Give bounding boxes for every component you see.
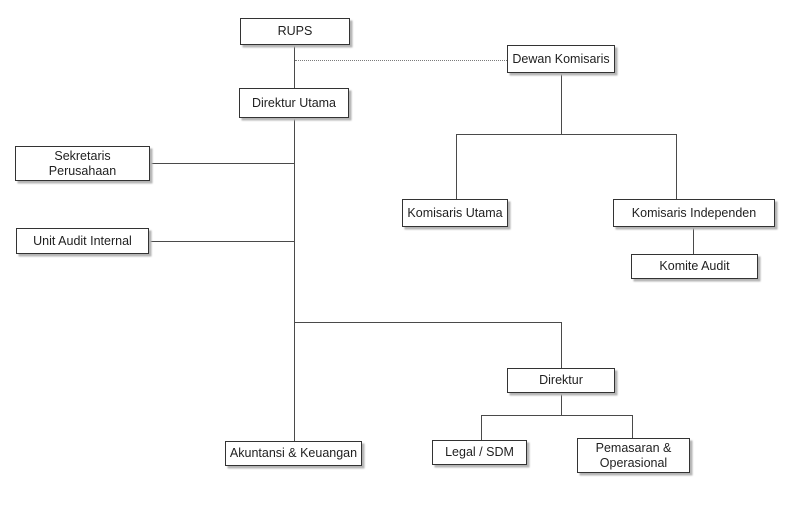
connector-drop-to-direktur [561, 322, 562, 369]
connector-komisaris-branch [456, 134, 677, 135]
org-node-legal-sdm: Legal / SDM [432, 440, 527, 465]
connector-to-sekretaris-perusahaan [150, 163, 295, 164]
org-node-direktur: Direktur [507, 368, 615, 393]
connector-drop-to-pemasaran-operasional [632, 415, 633, 439]
connector-direktur-branch [481, 415, 633, 416]
connector-to-unit-audit-internal [149, 241, 295, 242]
connector-branch-to-direktur [294, 322, 562, 323]
org-node-komisaris-utama: Komisaris Utama [402, 199, 508, 227]
connector-direktur-utama-main-drop [294, 117, 295, 442]
connector-drop-to-komisaris-utama [456, 134, 457, 200]
org-node-direktur-utama: Direktur Utama [239, 88, 349, 118]
org-node-akuntansi-keuangan: Akuntansi & Keuangan [225, 441, 362, 466]
connector-drop-to-legal-sdm [481, 415, 482, 441]
org-node-rups: RUPS [240, 18, 350, 45]
connector-direktur-drop [561, 392, 562, 416]
org-node-sekretaris-perusahaan: Sekretaris Perusahaan [15, 146, 150, 181]
org-node-unit-audit-internal: Unit Audit Internal [16, 228, 149, 254]
connector-drop-to-komisaris-independen [676, 134, 677, 200]
org-node-komisaris-independen: Komisaris Independen [613, 199, 775, 227]
org-node-pemasaran-operasional: Pemasaran & Operasional [577, 438, 690, 473]
connector-dewan-komisaris-drop [561, 72, 562, 135]
connector-rups-to-direktur-utama [294, 44, 295, 89]
connector-dotted-rups-to-dewan-komisaris [295, 60, 507, 61]
org-node-dewan-komisaris: Dewan Komisaris [507, 45, 615, 73]
org-node-komite-audit: Komite Audit [631, 254, 758, 279]
connector-komisaris-independen-to-komite-audit [693, 227, 694, 255]
